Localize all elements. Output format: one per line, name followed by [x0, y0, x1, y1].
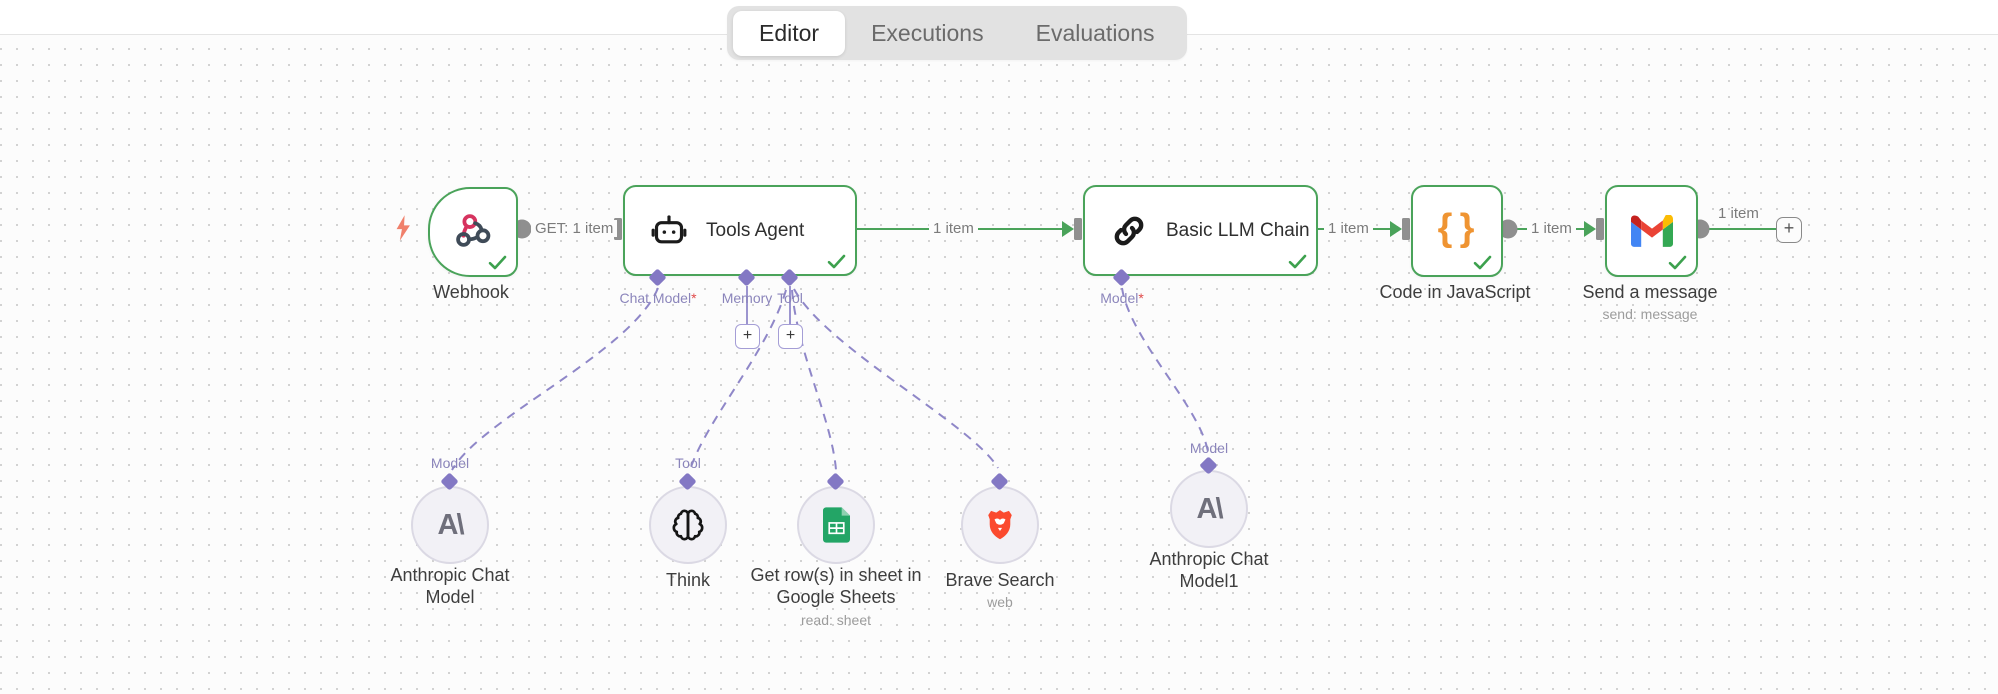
node-code[interactable]: { } — [1411, 185, 1503, 277]
node-gmail[interactable] — [1605, 185, 1698, 277]
wire-model-to-anthropic1[interactable] — [1121, 287, 1209, 453]
node-label-brave: Brave Search — [945, 570, 1055, 590]
node-label-gmail: Send a message — [1582, 282, 1718, 302]
node-anthropic-chat-model1[interactable]: A\ — [1170, 470, 1248, 548]
subport-stems — [746, 286, 791, 324]
wire-label-webhook: GET: 1 item — [531, 220, 618, 237]
node-subtitle-brave: web — [987, 594, 1013, 610]
workflow-canvas[interactable] — [0, 35, 1998, 694]
wire-label-agent-chain: 1 item — [929, 220, 978, 237]
wire-chatmodel-to-anthropic[interactable] — [451, 287, 659, 471]
brave-icon — [986, 509, 1014, 541]
node-label-think: Think — [665, 570, 710, 590]
input-port-basic-llm-chain[interactable] — [1074, 218, 1082, 240]
success-check-icon — [1288, 254, 1307, 269]
subnode-connections — [451, 287, 1209, 471]
wire-tool-to-sheets[interactable] — [791, 289, 837, 471]
wire-label-chain-code: 1 item — [1324, 220, 1373, 237]
tab-executions[interactable]: Executions — [871, 19, 984, 46]
node-title: Tools Agent — [706, 219, 805, 241]
node-anthropic-chat-model[interactable]: A\ — [411, 486, 489, 564]
node-label-webhook: Webhook — [433, 282, 509, 302]
subport-label-tool: Tool — [675, 455, 701, 471]
node-label-anthropic: Anthropic Chat Model — [390, 565, 510, 607]
anthropic-icon: A\ — [437, 508, 465, 541]
tab-editor[interactable]: Editor — [733, 10, 846, 56]
port-label-memory: Memory — [721, 290, 773, 306]
wire-tool-to-think[interactable] — [689, 289, 787, 471]
wire-label-code-gmail: 1 item — [1527, 220, 1576, 237]
wire-tool-to-brave[interactable] — [793, 288, 999, 469]
add-memory-button[interactable]: + — [735, 324, 760, 349]
node-think[interactable] — [649, 486, 727, 564]
chain-link-icon — [1109, 211, 1149, 251]
trigger-bolt-icon — [395, 215, 411, 241]
gmail-icon — [1630, 214, 1673, 247]
input-port-gmail[interactable] — [1596, 218, 1604, 240]
robot-icon — [649, 211, 689, 251]
tab-evaluations[interactable]: Evaluations — [1035, 19, 1155, 46]
node-label-anthropic1: Anthropic Chat Model1 — [1149, 549, 1269, 591]
google-sheets-icon — [822, 507, 850, 543]
view-tabs: Editor Executions Evaluations — [727, 6, 1187, 60]
node-label-code: Code in JavaScript — [1379, 282, 1531, 302]
subport-label-model: Model — [430, 455, 470, 471]
success-check-icon — [827, 254, 846, 269]
output-port-code[interactable] — [1498, 219, 1518, 239]
wire-label-gmail-out: 1 item — [1718, 205, 1759, 222]
webhook-icon — [452, 209, 494, 256]
brain-icon — [671, 508, 705, 542]
node-subtitle-sheets: read: sheet — [800, 612, 872, 628]
add-tool-button[interactable]: + — [778, 324, 803, 349]
success-check-icon — [1668, 255, 1687, 270]
subport-label-model1: Model — [1189, 440, 1229, 456]
node-brave-search[interactable] — [961, 486, 1039, 564]
success-check-icon — [488, 255, 507, 270]
input-port-code[interactable] — [1402, 218, 1410, 240]
curly-braces-icon: { } — [1437, 206, 1477, 249]
node-google-sheets[interactable] — [797, 486, 875, 564]
node-webhook[interactable] — [428, 187, 518, 277]
node-label-sheets: Get row(s) in sheet in Google Sheets — [750, 565, 922, 607]
port-label-model: Model* — [1100, 290, 1144, 306]
node-title: Basic LLM Chain — [1166, 219, 1310, 241]
port-label-chat-model: Chat Model* — [619, 290, 697, 306]
success-check-icon — [1473, 255, 1492, 270]
node-tools-agent[interactable]: Tools Agent — [623, 185, 857, 276]
node-basic-llm-chain[interactable]: Basic LLM Chain — [1083, 185, 1318, 276]
add-node-button[interactable]: + — [1776, 217, 1802, 243]
port-label-tool: Tool — [777, 290, 803, 306]
node-subtitle-gmail: send: message — [1602, 306, 1698, 322]
anthropic-icon: A\ — [1196, 492, 1224, 525]
